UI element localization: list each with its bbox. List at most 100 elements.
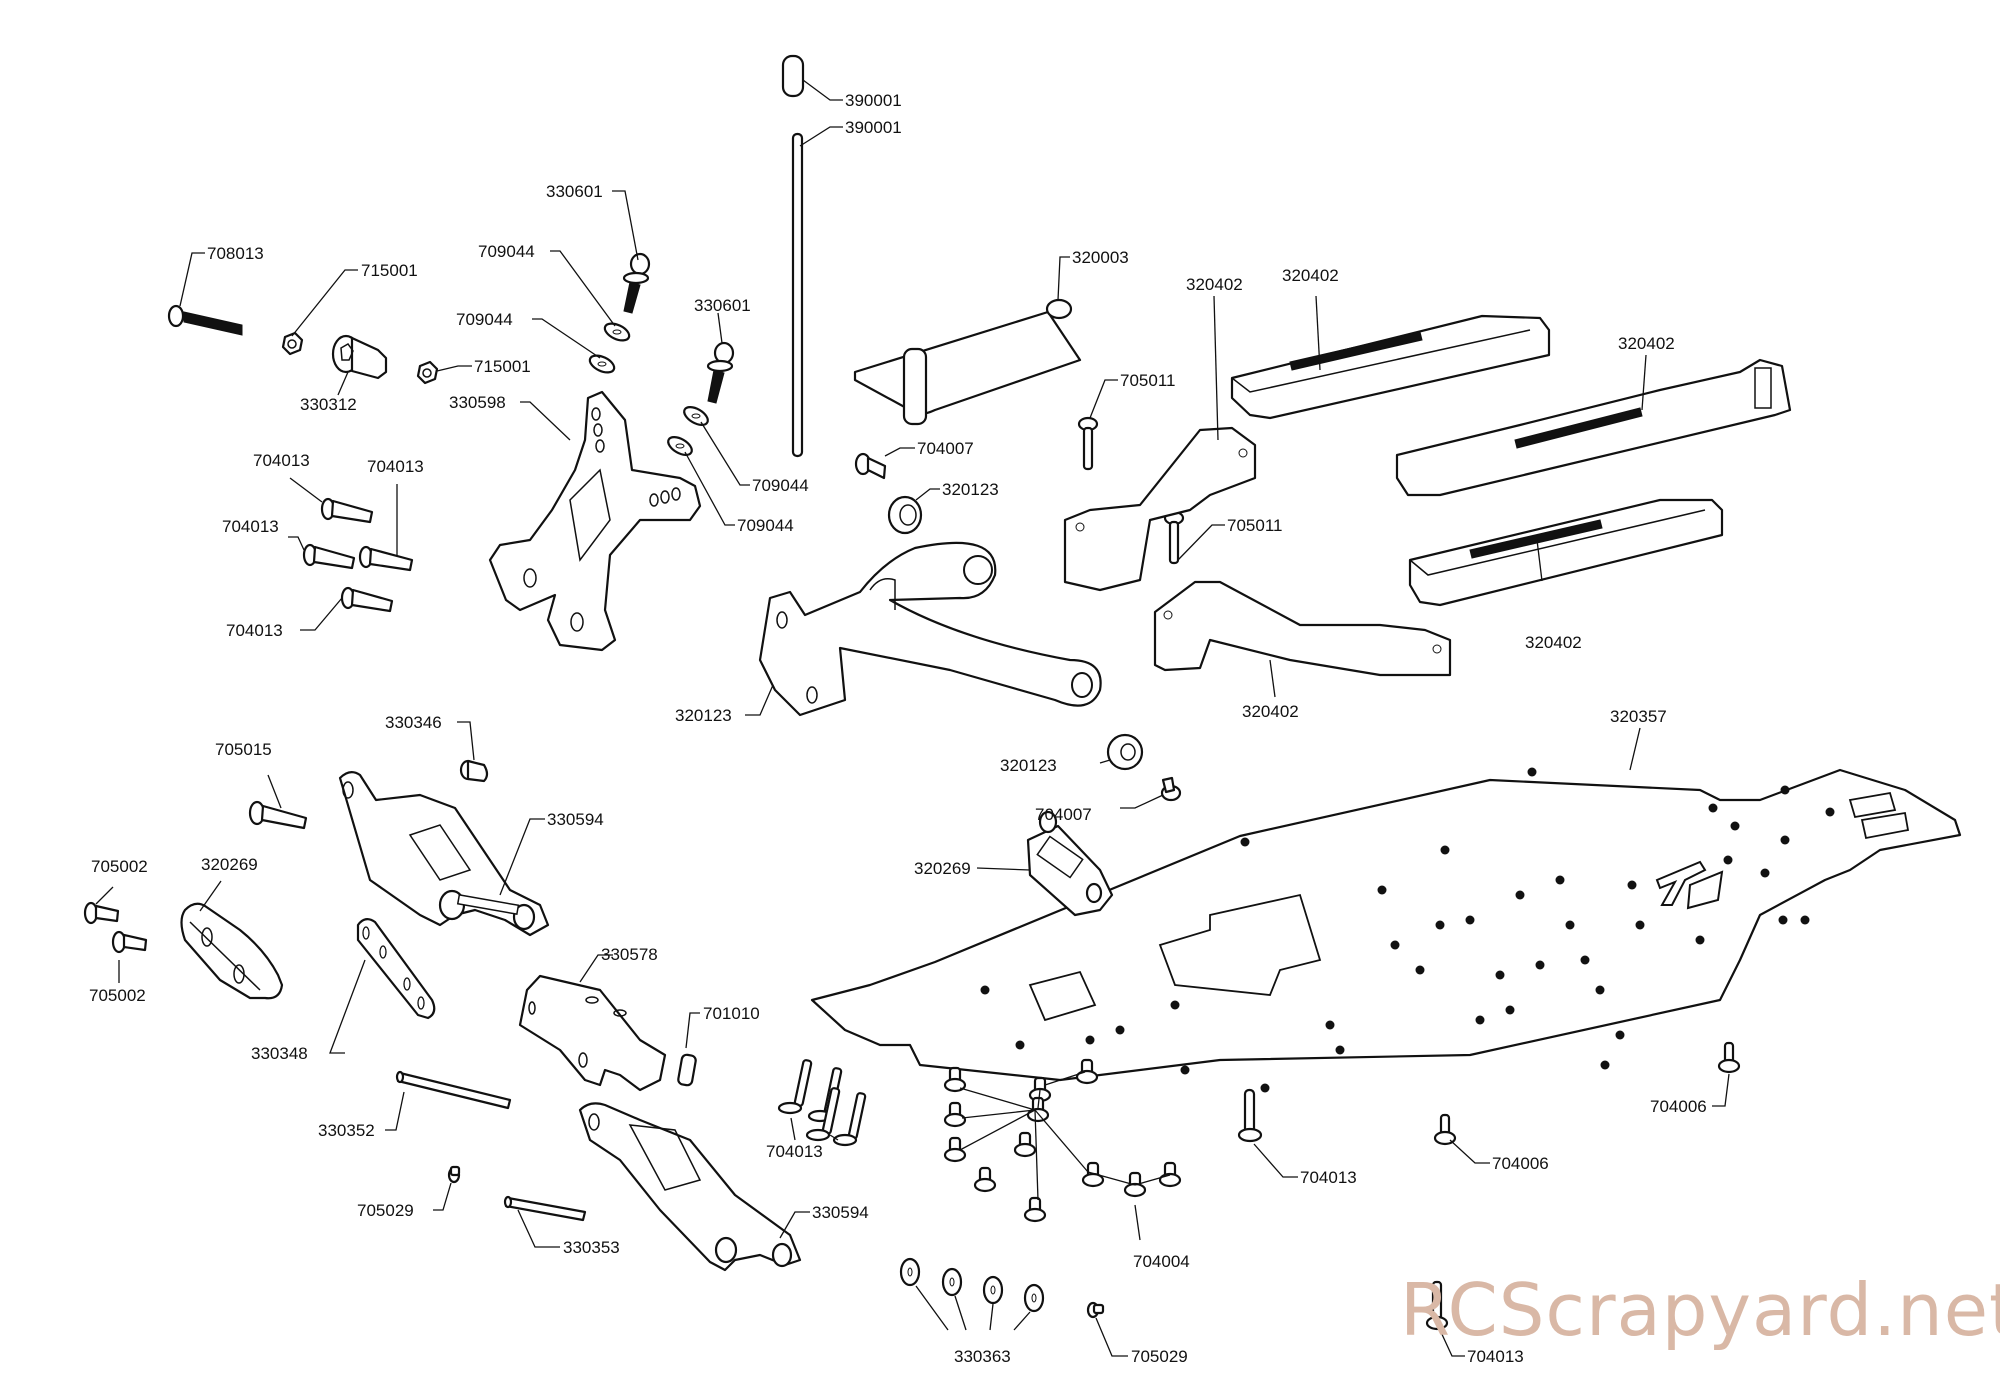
washer-a (603, 322, 631, 342)
brace-upper (1063, 426, 1257, 592)
bulkhead (758, 541, 1102, 717)
mounting-hole (1495, 970, 1505, 980)
mounting-hole (1825, 807, 1835, 817)
screw-c (302, 543, 356, 570)
screw-705015 (248, 800, 308, 830)
nut-right (416, 360, 439, 385)
spacer (459, 759, 489, 783)
part-label: 704013 (367, 457, 424, 476)
bumper (180, 902, 284, 1000)
part-label: 709044 (456, 310, 513, 329)
arm-upper (338, 771, 550, 937)
part-label: 704013 (1300, 1168, 1357, 1187)
mounting-hole (1708, 803, 1718, 813)
part-label: 704013 (226, 621, 283, 640)
washer-b (588, 354, 616, 374)
part-label: 320123 (942, 480, 999, 499)
part-label: 705002 (89, 986, 146, 1005)
mounting-hole (1800, 915, 1810, 925)
mounting-hole (1435, 920, 1445, 930)
part-label: 708013 (207, 244, 264, 263)
part-label: 320402 (1282, 266, 1339, 285)
mounting-hole (1015, 1040, 1025, 1050)
part-label: 705029 (357, 1201, 414, 1220)
mounting-hole (1390, 940, 1400, 950)
chassis-logo (1655, 860, 1724, 910)
part-label: 330352 (318, 1121, 375, 1140)
rail-upper (1230, 314, 1551, 420)
mounting-hole (1475, 1015, 1485, 1025)
part-label: 320402 (1242, 702, 1299, 721)
screw-704004 (1123, 1171, 1147, 1198)
screw-704007-bottom (1160, 776, 1182, 802)
mounting-hole (1515, 890, 1525, 900)
screw-group-left (777, 1059, 867, 1147)
part-label: 330346 (385, 713, 442, 732)
mounting-hole (1778, 915, 1788, 925)
part-labels: 390001 390001 330601 708013 715001 70904… (89, 91, 1707, 1366)
leader-line (1087, 1171, 1136, 1186)
part-label: 704004 (1133, 1252, 1190, 1271)
screw-704004 (1081, 1161, 1105, 1188)
part-label: 320003 (1072, 248, 1129, 267)
part-label: 705029 (1131, 1347, 1188, 1366)
bearing-upper (887, 495, 923, 535)
screw-705002-b (111, 930, 148, 954)
part-label: 704013 (222, 517, 279, 536)
leader-line (959, 1109, 1036, 1151)
mounting-hole (1440, 845, 1450, 855)
shock-tower (488, 390, 702, 652)
part-label: 705002 (91, 857, 148, 876)
part-label: 320402 (1618, 334, 1675, 353)
arm-mount (518, 974, 667, 1092)
part-label: 390001 (845, 118, 902, 137)
screw-center (1237, 1088, 1263, 1143)
leader-line (1037, 1089, 1041, 1109)
battery-plate (853, 298, 1082, 426)
part-label: 330353 (563, 1238, 620, 1257)
mounting-hole (980, 985, 990, 995)
mounting-hole (1325, 1020, 1335, 1030)
screw-d (340, 586, 394, 613)
part-label: 704006 (1492, 1154, 1549, 1173)
grub-screw (677, 1053, 697, 1087)
screw-705029-right (1086, 1301, 1105, 1319)
mounting-hole (1115, 1025, 1125, 1035)
screw-704006-a (1433, 1113, 1457, 1146)
part-label: 320269 (201, 855, 258, 874)
hinge-pin-b (503, 1195, 587, 1222)
part-label: 330594 (547, 810, 604, 829)
part-label: 320123 (1000, 756, 1057, 775)
mounting-hole (1600, 1060, 1610, 1070)
part-label: 715001 (474, 357, 531, 376)
mounting-hole (1565, 920, 1575, 930)
part-label: 330312 (300, 395, 357, 414)
part-label: 709044 (478, 242, 535, 261)
leader-line (1044, 1071, 1086, 1086)
part-label: 704013 (1467, 1347, 1524, 1366)
hinge-pin-a (395, 1070, 512, 1110)
part-label: 704013 (766, 1142, 823, 1161)
part-label: 330578 (601, 945, 658, 964)
mounting-hole (1170, 1000, 1180, 1010)
part-label: 705011 (1227, 516, 1282, 535)
pin-short (781, 54, 805, 98)
mounting-hole (1085, 1035, 1095, 1045)
mounting-hole (1780, 835, 1790, 845)
watermark: RCScrapyard.net (1400, 1268, 2000, 1352)
mounting-hole (1760, 868, 1770, 878)
part-label: 701010 (703, 1004, 760, 1023)
screw-a (320, 497, 374, 524)
part-label: 715001 (361, 261, 418, 280)
screw-704004 (1158, 1161, 1182, 1188)
mounting-hole (1580, 955, 1590, 965)
bushing (331, 334, 388, 380)
part-label: 330601 (694, 296, 751, 315)
screw-704004 (943, 1066, 967, 1093)
screw-704004 (943, 1136, 967, 1163)
part-label: 320357 (1610, 707, 1667, 726)
washer-c (683, 406, 709, 426)
part-label: 704007 (1035, 805, 1092, 824)
mounting-hole (1615, 1030, 1625, 1040)
